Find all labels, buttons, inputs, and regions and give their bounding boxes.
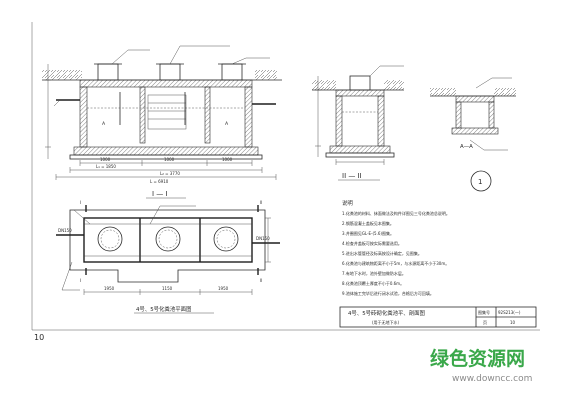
note-item: 8.化粪池顶覆土厚度不小于0.6m。: [342, 280, 404, 286]
plan-outlet-size: DN150: [256, 236, 270, 241]
section-a-a-drawing: [430, 77, 516, 151]
watermark-name: 绿色资源网: [430, 347, 525, 370]
detail-number-circle: [470, 170, 492, 192]
plan-dim-3: 1950: [218, 286, 229, 291]
catalog-value: 92S213(一): [498, 310, 521, 315]
page-number: 10: [34, 333, 44, 342]
plan-title: 4号、5号化粪池平面图: [136, 305, 191, 313]
section-a-a-label: A—A: [460, 144, 473, 150]
section-2-2-drawing: [312, 65, 404, 165]
page-label: 页: [483, 320, 487, 325]
note-item: 3.井圈图见GL-E-(5.6)图集。: [342, 230, 394, 236]
plan-dim-2: 1150: [162, 286, 173, 291]
title-block: [339, 306, 537, 328]
watermark: 绿色资源网 www.downcc.com: [430, 347, 532, 384]
section-2-2-label: II — II: [342, 172, 362, 180]
plan-dim-1: 1950: [104, 286, 115, 291]
svg-text:II: II: [260, 278, 262, 283]
notes-title: 说明: [342, 199, 353, 207]
plan-view-drawing: I I II II: [56, 200, 280, 295]
sheet-frame: [31, 22, 540, 331]
note-item: 6.化粪池与建筑物距离不小于5m，与水源距离不小于30m。: [342, 260, 449, 266]
svg-text:A: A: [102, 121, 106, 127]
catalog-label: 图集号: [478, 309, 490, 315]
note-item: 4.检查井盖板可按实际需要选用。: [342, 240, 402, 246]
section-1-1-label: I — I: [152, 190, 168, 198]
dim-l3: L = 6910: [150, 179, 169, 184]
note-item: 1.化粪池的材料、抹面做法及构件详图见三号化粪池总说明。: [342, 210, 450, 216]
svg-text:A: A: [225, 121, 229, 127]
dim-l2: L₂ = 3770: [160, 171, 180, 176]
svg-text:I: I: [80, 278, 81, 283]
title-block-line1: 4号、5号砖砌化粪池平、剖面图: [348, 309, 425, 317]
notes-block: 说明 1.化粪池的材料、抹面做法及构件详图见三号化粪池总说明。 2.钢筋混凝土盖…: [342, 199, 450, 296]
section-1-1-drawing: A A: [42, 45, 282, 180]
detail-number: 1: [478, 178, 482, 186]
page-value: 10: [510, 320, 516, 325]
note-item: 2.钢筋混凝土盖板见本图集。: [342, 220, 394, 226]
note-item: 9.池体施工完毕后进行闭水试验，合格后方可回填。: [342, 290, 434, 296]
note-item: 7.有地下水时，池外壁加做防水层。: [342, 270, 406, 276]
watermark-url: www.downcc.com: [452, 374, 532, 384]
dim-d3: 1000: [222, 157, 233, 162]
plan-inlet-size: DN150: [58, 228, 72, 233]
svg-text:II: II: [260, 200, 262, 205]
svg-text:I: I: [80, 200, 81, 205]
note-item: 5.进出水管管径及标高按设计确定，见图集。: [342, 250, 422, 256]
dim-d2: 1000: [164, 157, 175, 162]
title-block-line2: (用于无地下水): [372, 319, 400, 325]
dim-l1: L₁ = 1850: [96, 164, 116, 169]
dim-d1: 1000: [100, 157, 111, 162]
